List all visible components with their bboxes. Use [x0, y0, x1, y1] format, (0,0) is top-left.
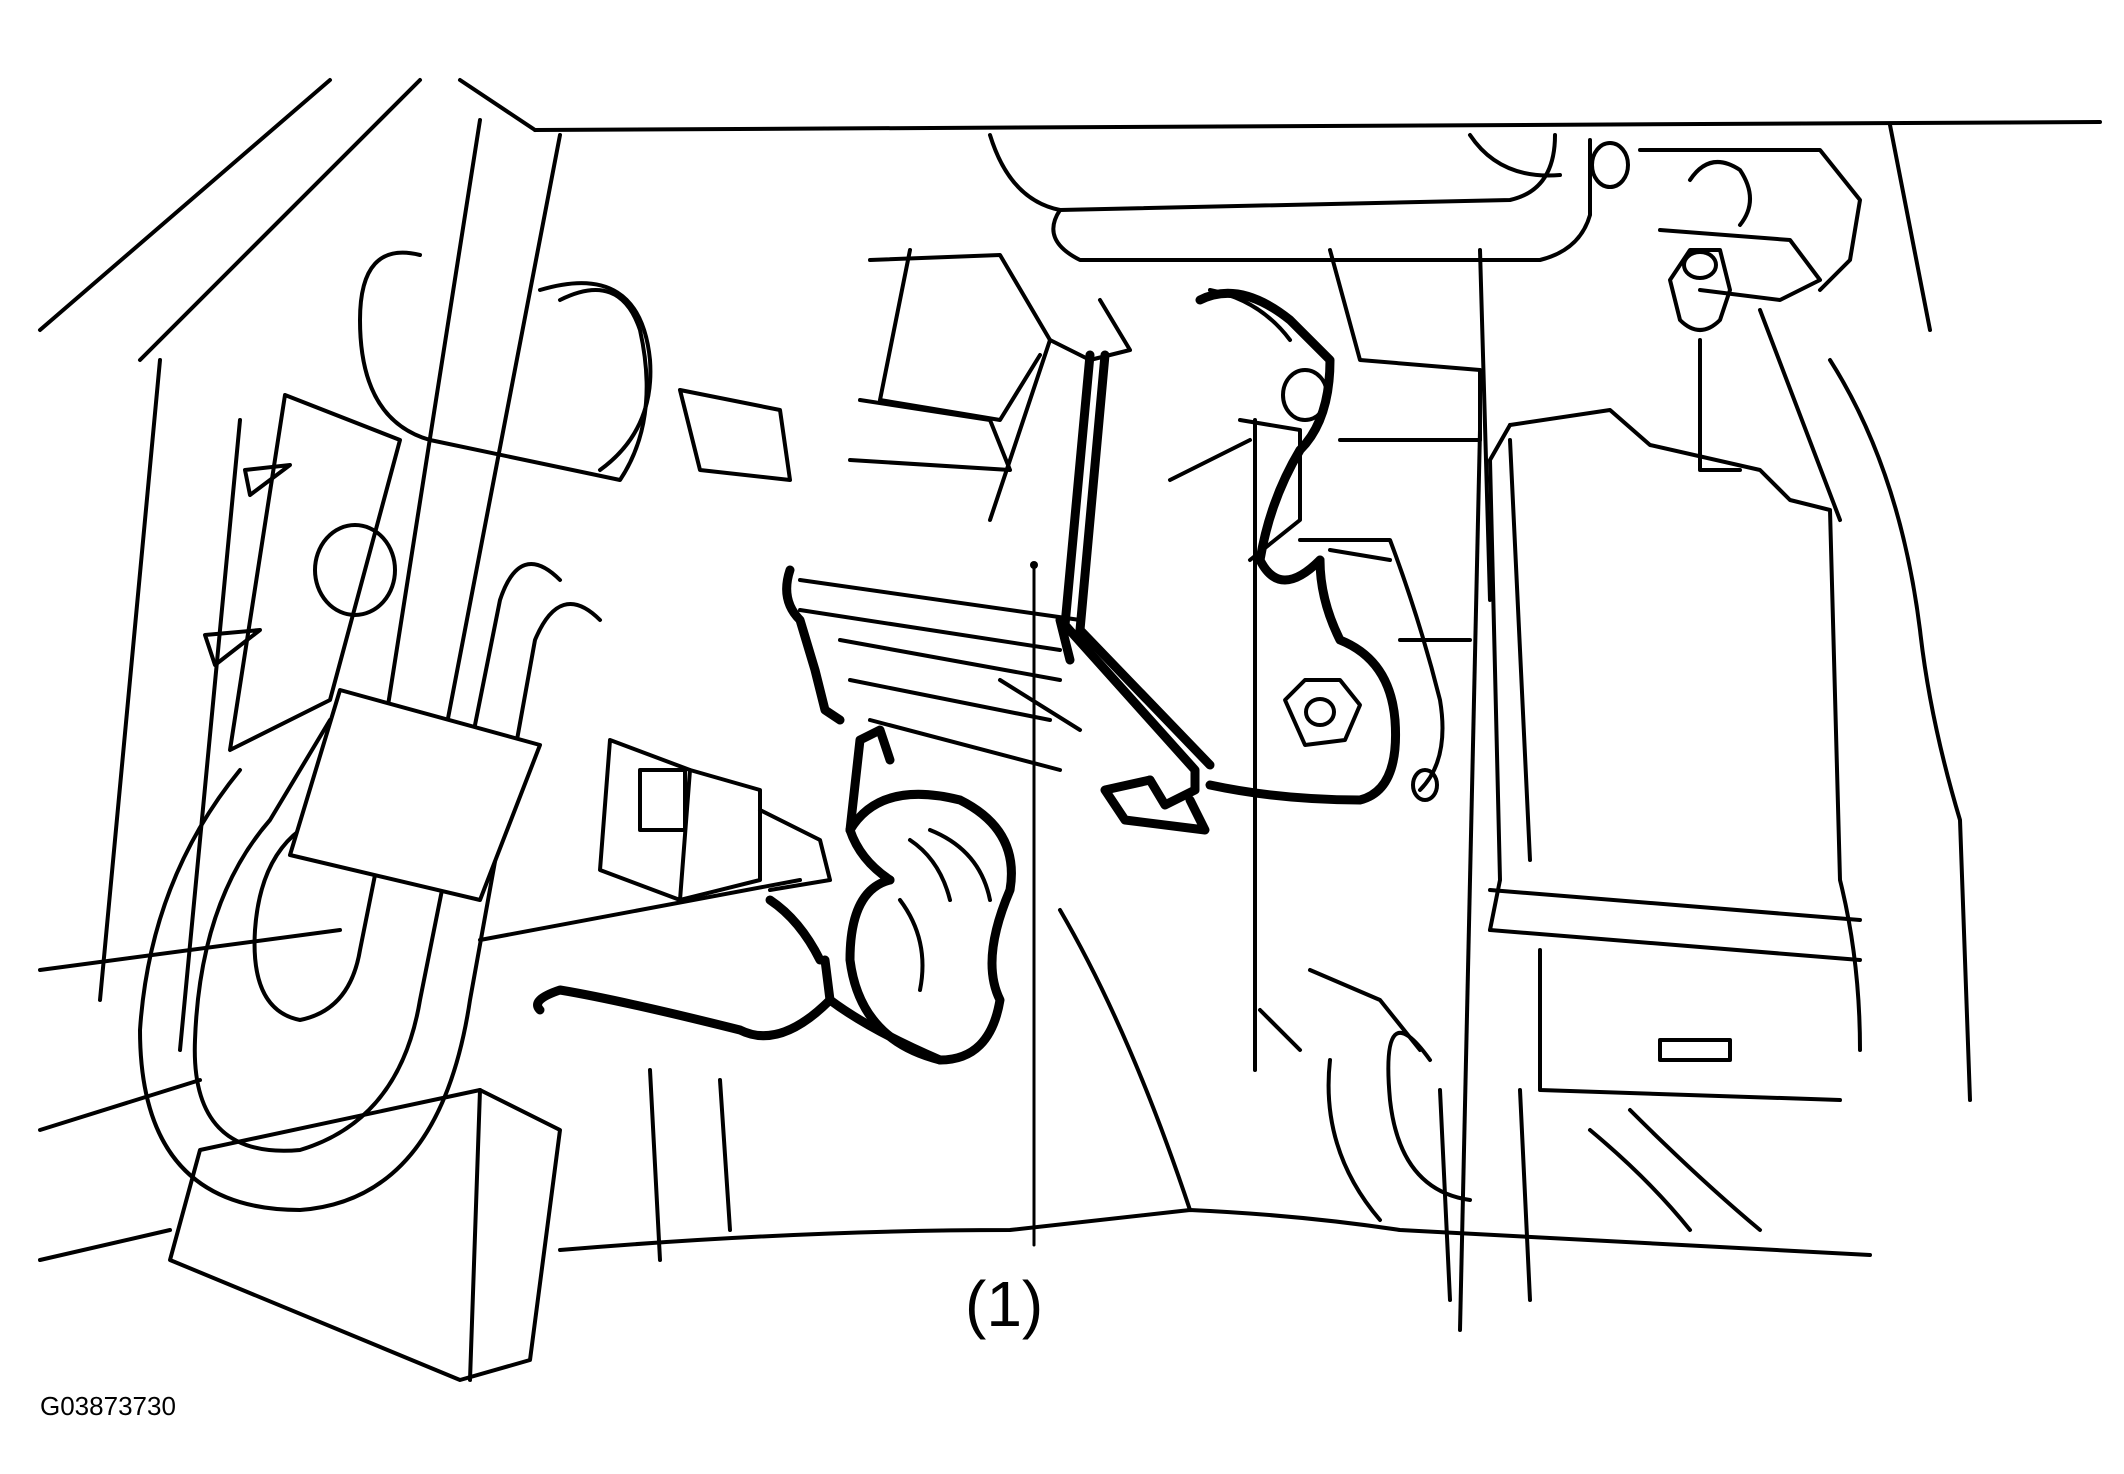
top-frame — [38, 78, 2102, 362]
battery-box — [1438, 408, 1862, 1332]
round-tank — [358, 250, 653, 482]
lower-left-box — [38, 928, 562, 1382]
right-bracket — [1168, 288, 1401, 1072]
ecm-module — [782, 248, 1215, 835]
callout-leader — [1030, 561, 1038, 1247]
side-connector — [478, 388, 832, 942]
hex-nut — [1283, 678, 1362, 747]
wire-harness — [533, 725, 1016, 1065]
left-bracket — [203, 393, 402, 752]
large-hose — [138, 562, 602, 1212]
upper-crossbar — [988, 133, 1630, 262]
lever-bracket — [1298, 248, 1492, 802]
left-pillars — [98, 118, 562, 1052]
lower-round-part — [1258, 968, 1472, 1222]
bolt — [1638, 148, 1972, 1102]
figure-id: G03873730 — [40, 1391, 176, 1421]
callout-label-1: (1) — [965, 1268, 1044, 1340]
bottom-line — [558, 908, 1872, 1262]
